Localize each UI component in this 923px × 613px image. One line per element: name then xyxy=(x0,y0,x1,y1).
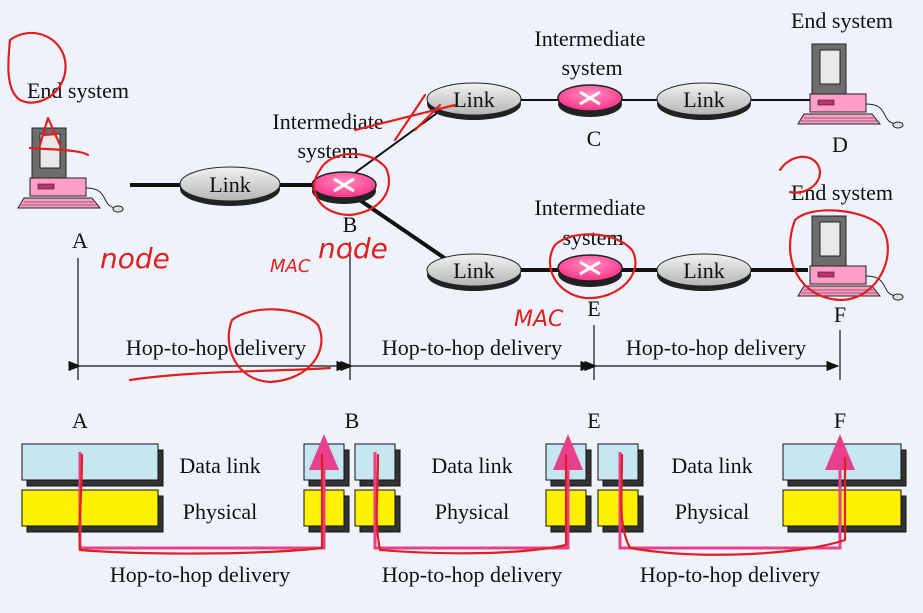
node-e-letter: E xyxy=(587,296,600,321)
link-label: Link xyxy=(683,87,725,112)
bottom-hop-label-3: Hop-to-hop delivery xyxy=(640,562,820,587)
physical-label-2: Physical xyxy=(435,499,510,524)
node-c-label-2: system xyxy=(561,55,622,80)
node-b-label-2: system xyxy=(297,138,358,163)
link-lower-2: Link xyxy=(656,253,752,291)
node-d-label: End system xyxy=(791,8,893,33)
link-top-left: Link xyxy=(179,166,281,206)
computer-icon-d xyxy=(797,43,904,129)
physical-label-1: Physical xyxy=(183,499,258,524)
handwritten-node-a: node xyxy=(100,242,170,275)
node-c-label-1: Intermediate xyxy=(534,26,645,51)
data-link-label-2: Data link xyxy=(431,453,512,478)
hop-label-be: Hop-to-hop delivery xyxy=(382,335,562,360)
handwritten-mac-b: MAC xyxy=(270,256,311,277)
handwritten-annotations: node node MAC MAC xyxy=(7,31,889,556)
node-b-label-1: Intermediate xyxy=(272,109,383,134)
physical-label-3: Physical xyxy=(675,499,750,524)
bottom-hop-label-2: Hop-to-hop delivery xyxy=(382,562,562,587)
router-icon-c xyxy=(556,83,624,119)
node-e-label-1: Intermediate xyxy=(534,195,645,220)
node-a-letter: A xyxy=(72,228,88,253)
bottom-hop-label-1: Hop-to-hop delivery xyxy=(110,562,290,587)
link-upper-2: Link xyxy=(656,82,752,120)
hop-label-ef: Hop-to-hop delivery xyxy=(626,335,806,360)
node-b-letter: B xyxy=(343,212,358,237)
link-lower-1: Link xyxy=(426,253,522,291)
router-icon-e xyxy=(556,253,624,289)
handwritten-node-b: node xyxy=(318,232,388,265)
link-label: Link xyxy=(453,258,495,283)
data-link-label-3: Data link xyxy=(671,453,752,478)
layer-letter-b: B xyxy=(345,408,360,433)
layer-letter-a: A xyxy=(72,408,88,433)
node-f-label: End system xyxy=(791,180,893,205)
node-d-letter: D xyxy=(832,132,848,157)
layer-letter-f: F xyxy=(834,408,846,433)
node-c-letter: C xyxy=(587,126,602,151)
hop-label-ab: Hop-to-hop delivery xyxy=(126,335,306,360)
computer-icon-a xyxy=(17,127,124,213)
node-f-letter: F xyxy=(834,302,846,327)
link-upper-1: Link xyxy=(426,82,522,120)
link-label: Link xyxy=(209,172,251,197)
handwritten-mac-e: MAC xyxy=(514,307,564,332)
link-label: Link xyxy=(453,87,495,112)
node-a-label: End system xyxy=(27,78,129,103)
layer-letter-e: E xyxy=(587,408,600,433)
router-icon-b xyxy=(310,170,378,206)
data-link-label-1: Data link xyxy=(179,453,260,478)
link-label: Link xyxy=(683,258,725,283)
